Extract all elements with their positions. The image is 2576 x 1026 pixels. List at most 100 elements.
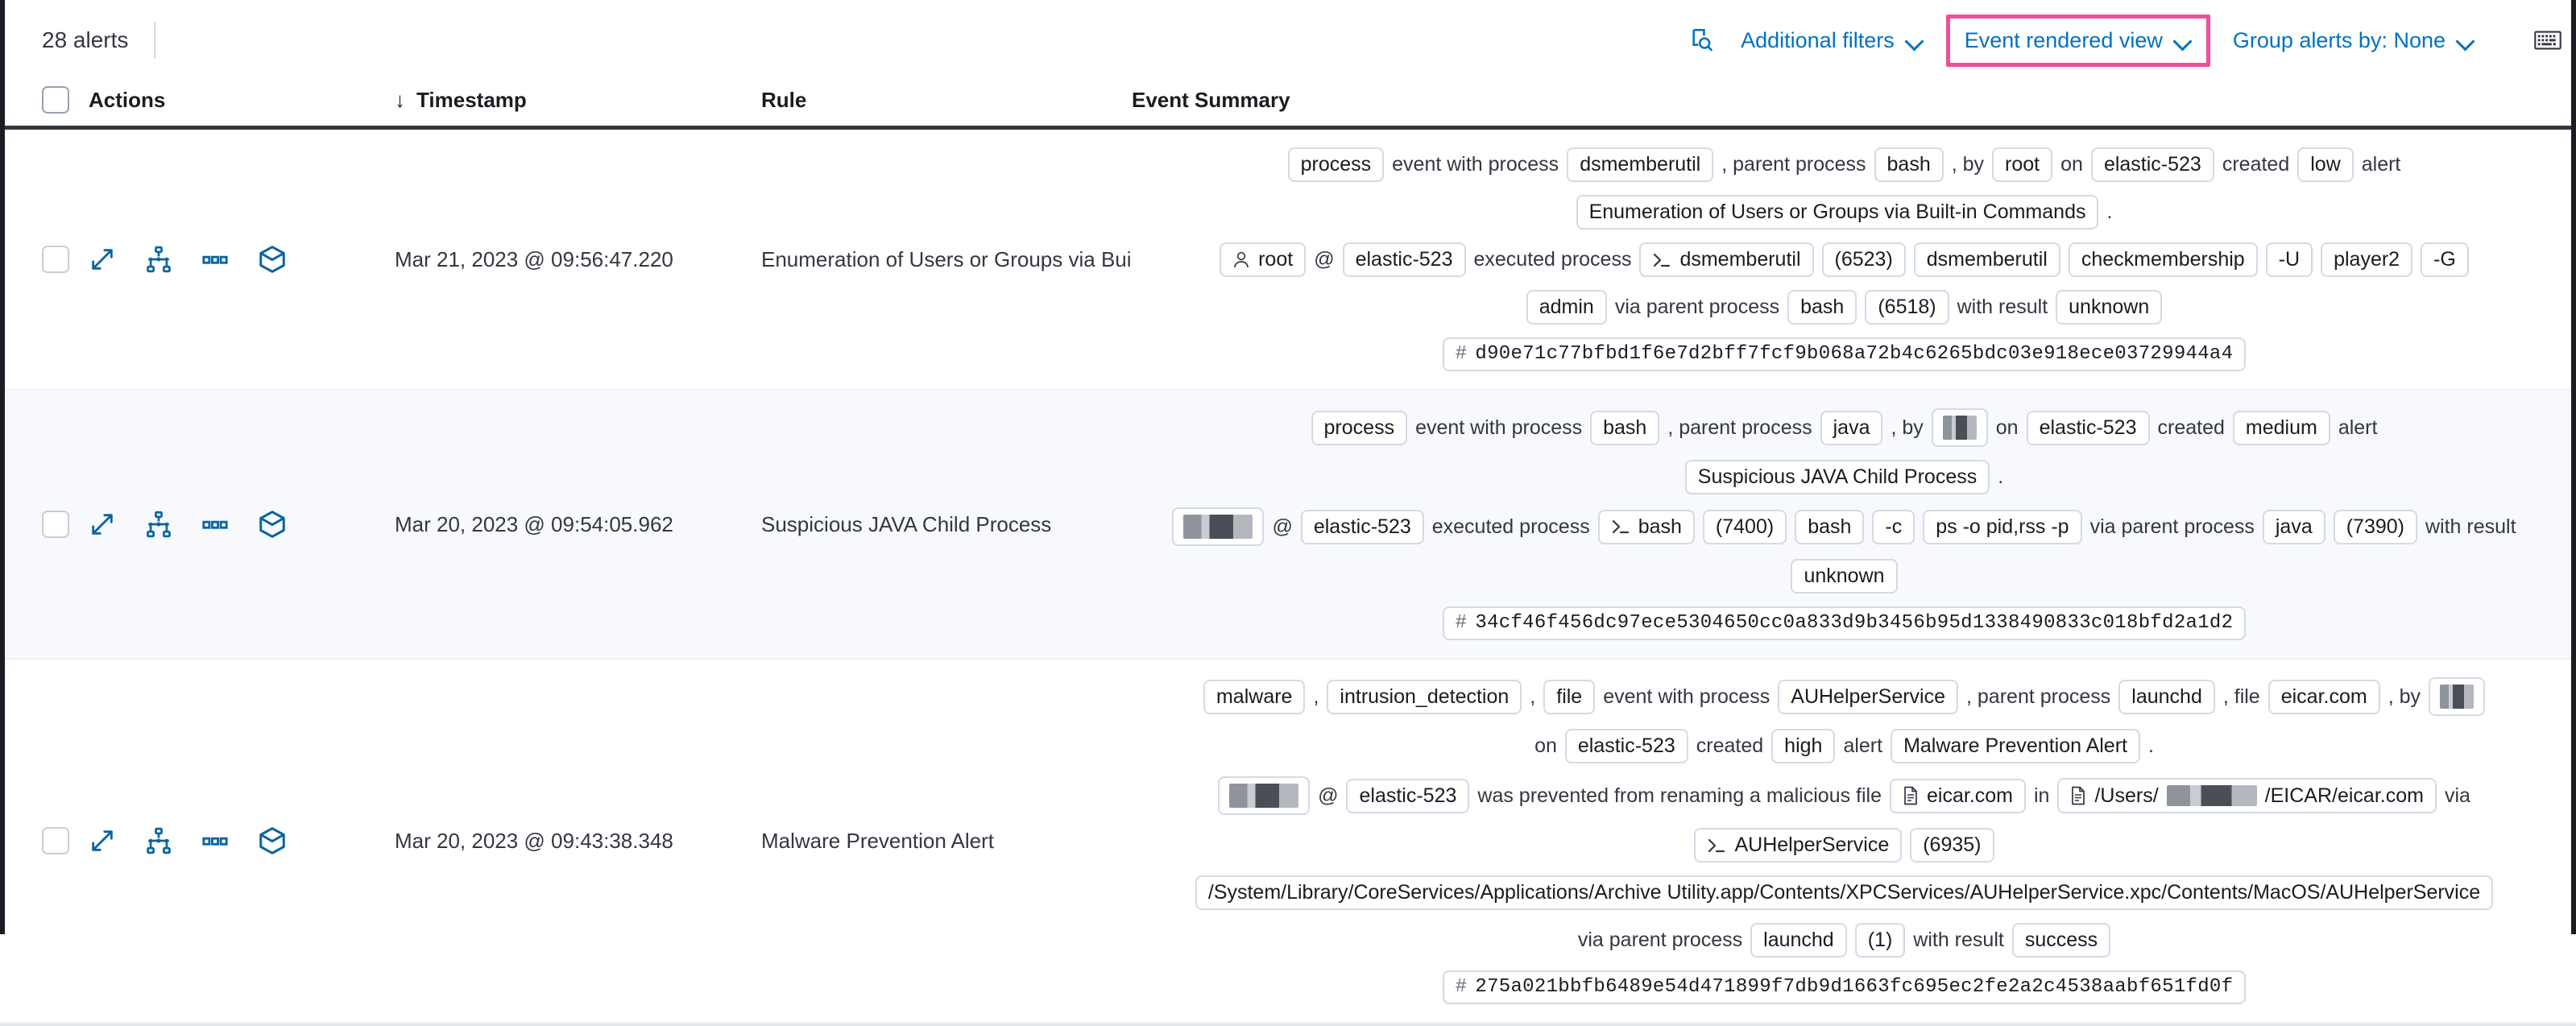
- summary-chip[interactable]: bash: [1597, 509, 1695, 544]
- summary-chip[interactable]: AUHelperService: [1778, 679, 1959, 714]
- summary-chip[interactable]: ps -o pid,rss -p: [1923, 509, 2082, 544]
- summary-chip[interactable]: elastic-523: [1342, 242, 1466, 277]
- summary-chip-file-path[interactable]: /Users//EICAR/eicar.com: [2057, 778, 2437, 813]
- summary-chip[interactable]: eicar.com: [1890, 778, 2026, 813]
- summary-chip-label: Enumeration of Users or Groups via Built…: [1588, 201, 2086, 223]
- summary-text: alert: [2338, 416, 2378, 439]
- summary-chip[interactable]: launchd: [1750, 923, 1847, 958]
- summary-chip[interactable]: bash: [1787, 290, 1857, 325]
- summary-chip[interactable]: dsmemberutil: [1913, 242, 2060, 277]
- session-view-icon[interactable]: [258, 245, 287, 274]
- summary-chip[interactable]: java: [2262, 509, 2325, 544]
- summary-chip[interactable]: root: [1992, 147, 2053, 182]
- select-all-checkbox[interactable]: [42, 86, 69, 114]
- expand-icon[interactable]: [89, 827, 116, 854]
- summary-chip-label: (7390): [2346, 515, 2404, 538]
- summary-chip[interactable]: intrusion_detection: [1327, 679, 1522, 714]
- column-header-event-summary[interactable]: Event Summary: [1132, 87, 1290, 112]
- more-actions-icon[interactable]: [201, 827, 229, 854]
- event-rendered-view-highlight: Event rendered view: [1945, 14, 2210, 67]
- summary-chip[interactable]: unknown: [1791, 559, 1898, 594]
- summary-chip[interactable]: AUHelperService: [1694, 828, 1903, 863]
- summary-chip[interactable]: elastic-523: [1564, 729, 1688, 763]
- summary-chip[interactable]: medium: [2232, 410, 2330, 445]
- inspect-search-icon[interactable]: [1689, 27, 1717, 54]
- summary-chip[interactable]: unknown: [2056, 290, 2163, 325]
- session-view-icon[interactable]: [258, 826, 287, 855]
- summary-chip[interactable]: process: [1287, 147, 1385, 182]
- alerts-grid: Actions ↓Timestamp Rule Event Summary Ma…: [0, 81, 2576, 1026]
- summary-chip[interactable]: (6518): [1865, 290, 1949, 325]
- file-icon: [2070, 786, 2086, 805]
- summary-chip[interactable]: bash: [1795, 509, 1865, 544]
- summary-chip[interactable]: success: [2011, 923, 2111, 958]
- more-actions-icon[interactable]: [201, 511, 229, 538]
- more-actions-icon[interactable]: [201, 246, 229, 273]
- keyboard-shortcuts-button[interactable]: [2534, 30, 2562, 51]
- summary-chip[interactable]: low: [2297, 147, 2354, 182]
- summary-chip[interactable]: high: [1771, 729, 1836, 763]
- column-header-actions[interactable]: Actions: [89, 87, 166, 112]
- analyze-event-icon[interactable]: [145, 827, 172, 854]
- summary-chip[interactable]: process: [1311, 410, 1408, 445]
- row-select-checkbox[interactable]: [42, 827, 69, 854]
- summary-chip[interactable]: Enumeration of Users or Groups via Built…: [1576, 195, 2099, 230]
- summary-chip[interactable]: bash: [1874, 147, 1944, 182]
- session-view-icon[interactable]: [258, 510, 287, 539]
- summary-chip[interactable]: root: [1220, 242, 1307, 277]
- summary-text: via parent process: [2089, 515, 2255, 538]
- summary-chip[interactable]: dsmemberutil: [1567, 147, 1714, 182]
- additional-filters-button[interactable]: Additional filters: [1726, 20, 1938, 61]
- summary-chip[interactable]: elastic-523: [1346, 778, 1470, 813]
- summary-chip[interactable]: launchd: [2118, 679, 2215, 714]
- summary-chip[interactable]: (6523): [1821, 242, 1906, 277]
- row-checkbox-cell: [42, 827, 89, 854]
- summary-chip-hash[interactable]: #275a021bbfb6489e54d471899f7db9d1663fc69…: [1442, 970, 2247, 1004]
- summary-chip-redacted[interactable]: [1172, 507, 1265, 546]
- summary-chip[interactable]: Suspicious JAVA Child Process: [1684, 460, 1990, 494]
- summary-chip[interactable]: file: [1543, 679, 1596, 714]
- summary-chip[interactable]: checkmembership: [2068, 242, 2258, 277]
- summary-chip[interactable]: player2: [2321, 242, 2413, 277]
- user-icon: [1232, 250, 1250, 270]
- summary-chip[interactable]: (7390): [2333, 509, 2417, 544]
- analyze-event-icon[interactable]: [145, 511, 172, 538]
- summary-chip[interactable]: elastic-523: [2026, 410, 2150, 445]
- summary-chip[interactable]: java: [1820, 410, 1883, 445]
- expand-icon[interactable]: [89, 511, 116, 538]
- chevron-down-icon: [2457, 31, 2475, 49]
- summary-chip[interactable]: bash: [1590, 410, 1660, 445]
- summary-chip[interactable]: (6935): [1910, 828, 1994, 863]
- summary-chip[interactable]: -G: [2421, 242, 2469, 277]
- column-header-timestamp[interactable]: ↓Timestamp: [395, 88, 761, 113]
- summary-chip[interactable]: malware: [1203, 679, 1306, 714]
- summary-chip-hash[interactable]: #34cf46f456dc97ece5304650cc0a833d9b3456b…: [1442, 606, 2247, 640]
- toolbar-right-group: Additional filters Event rendered view G…: [1689, 0, 2576, 81]
- analyze-event-icon[interactable]: [145, 246, 172, 273]
- summary-chip[interactable]: eicar.com: [2267, 679, 2380, 714]
- group-alerts-by-button[interactable]: Group alerts by: None: [2218, 20, 2489, 61]
- summary-chip[interactable]: dsmemberutil: [1639, 242, 1814, 277]
- summary-chip-redacted[interactable]: [2429, 677, 2485, 716]
- summary-chip[interactable]: (1): [1854, 923, 1906, 958]
- summary-chip[interactable]: -c: [1872, 509, 1915, 544]
- summary-chip-hash[interactable]: #d90e71c77bfbd1f6e7d2bff7fcf9b068a72b4c6…: [1442, 337, 2247, 371]
- summary-chip[interactable]: admin: [1526, 290, 1607, 325]
- summary-chip[interactable]: elastic-523: [1300, 509, 1424, 544]
- row-select-checkbox[interactable]: [42, 511, 69, 538]
- summary-chip[interactable]: elastic-523: [2090, 147, 2214, 182]
- row-select-checkbox[interactable]: [42, 246, 69, 273]
- summary-chip-redacted[interactable]: [1218, 776, 1311, 815]
- expand-icon[interactable]: [89, 246, 116, 273]
- summary-chip[interactable]: /System/Library/CoreServices/Application…: [1195, 875, 2494, 910]
- summary-chip[interactable]: -U: [2265, 242, 2313, 277]
- summary-chip[interactable]: (7400): [1702, 509, 1787, 544]
- summary-chip-redacted[interactable]: [1931, 408, 1988, 447]
- column-header-rule[interactable]: Rule: [761, 87, 807, 112]
- summary-chip[interactable]: Malware Prevention Alert: [1891, 729, 2140, 763]
- event-rendered-view-button[interactable]: Event rendered view: [1961, 28, 2195, 53]
